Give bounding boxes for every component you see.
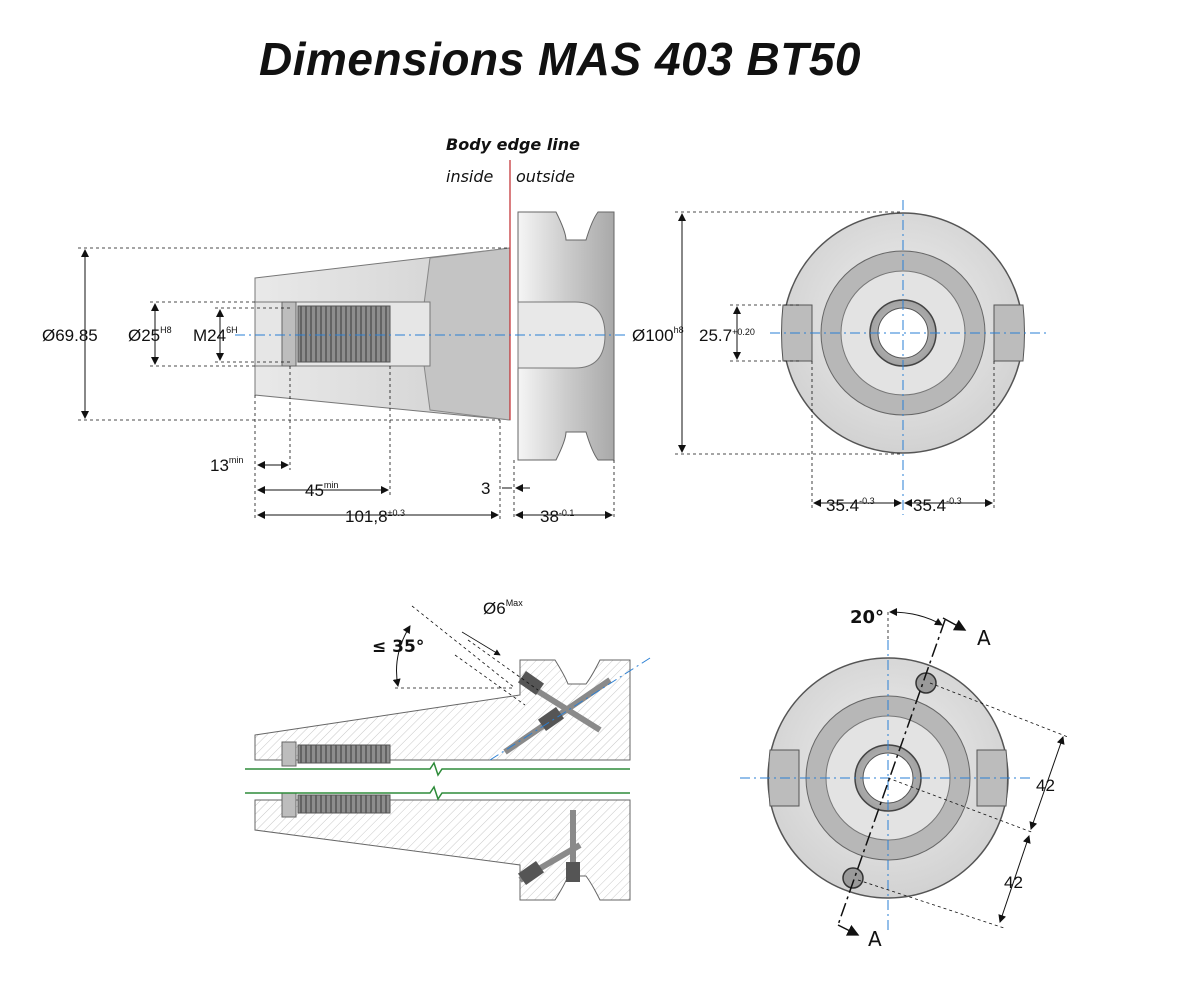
len-101-label: 101,8±0.3 xyxy=(345,507,405,526)
len-38-label: 38-0.1 xyxy=(540,507,574,526)
angle-20-label: 20° xyxy=(850,607,884,628)
side-view: Ø69.85 Ø25H8 M246H 13min 45min 3 101,8±0… xyxy=(42,135,625,526)
m24-label: M246H xyxy=(193,325,238,345)
dist-42-top-label: 42 xyxy=(1036,776,1055,795)
d-69-label: Ø69.85 xyxy=(42,326,98,345)
offset-right-label: 35.4-0.3 xyxy=(913,496,962,515)
section-relief-upper xyxy=(281,741,297,767)
rotated-view: 20° A A 42 42 xyxy=(740,607,1069,951)
offset-left-label: 35.4-0.3 xyxy=(826,496,875,515)
d-100-label: Ø100h8 xyxy=(632,325,684,345)
section-a-top-label: A xyxy=(977,626,991,650)
d-25-label: Ø25H8 xyxy=(128,325,172,345)
section-relief-lower xyxy=(281,792,297,818)
front-view: Ø100h8 25.7+0.20 35.4-0.3 35.4-0.3 xyxy=(632,200,1050,515)
hole-6-label: Ø6Max xyxy=(483,598,523,618)
section-line-a xyxy=(837,619,946,926)
section-thread-lower xyxy=(297,794,391,814)
taper-cone-front xyxy=(419,247,511,421)
page-title: Dimensions MAS 403 BT50 xyxy=(258,33,862,85)
bore-relief xyxy=(281,301,297,367)
len-3-label: 3 xyxy=(481,479,490,498)
green-line-upper xyxy=(245,761,630,777)
len-13-label: 13min xyxy=(210,455,243,475)
rot-slot-right xyxy=(976,749,1008,807)
drive-slot-right xyxy=(993,304,1025,362)
angle-35-label: ≤ 35° xyxy=(372,637,424,657)
dist-42-bottom-label: 42 xyxy=(1004,873,1023,892)
body-edge-label: Body edge line xyxy=(446,135,580,154)
coolant-hole-bottom xyxy=(842,867,864,889)
section-a-bottom-label: A xyxy=(868,927,882,951)
plug-a xyxy=(517,670,545,696)
green-line-lower xyxy=(245,785,630,801)
inside-label: inside xyxy=(446,167,494,186)
section-thread-upper xyxy=(297,744,391,764)
plug-c xyxy=(517,860,545,886)
outside-label: outside xyxy=(516,167,575,186)
slot-25-7-label: 25.7+0.20 xyxy=(699,326,755,345)
plug-d xyxy=(566,862,580,882)
thread-section xyxy=(297,305,391,363)
len-45-label: 45min xyxy=(305,480,338,500)
section-view: ≤ 35° Ø6Max xyxy=(245,598,651,901)
